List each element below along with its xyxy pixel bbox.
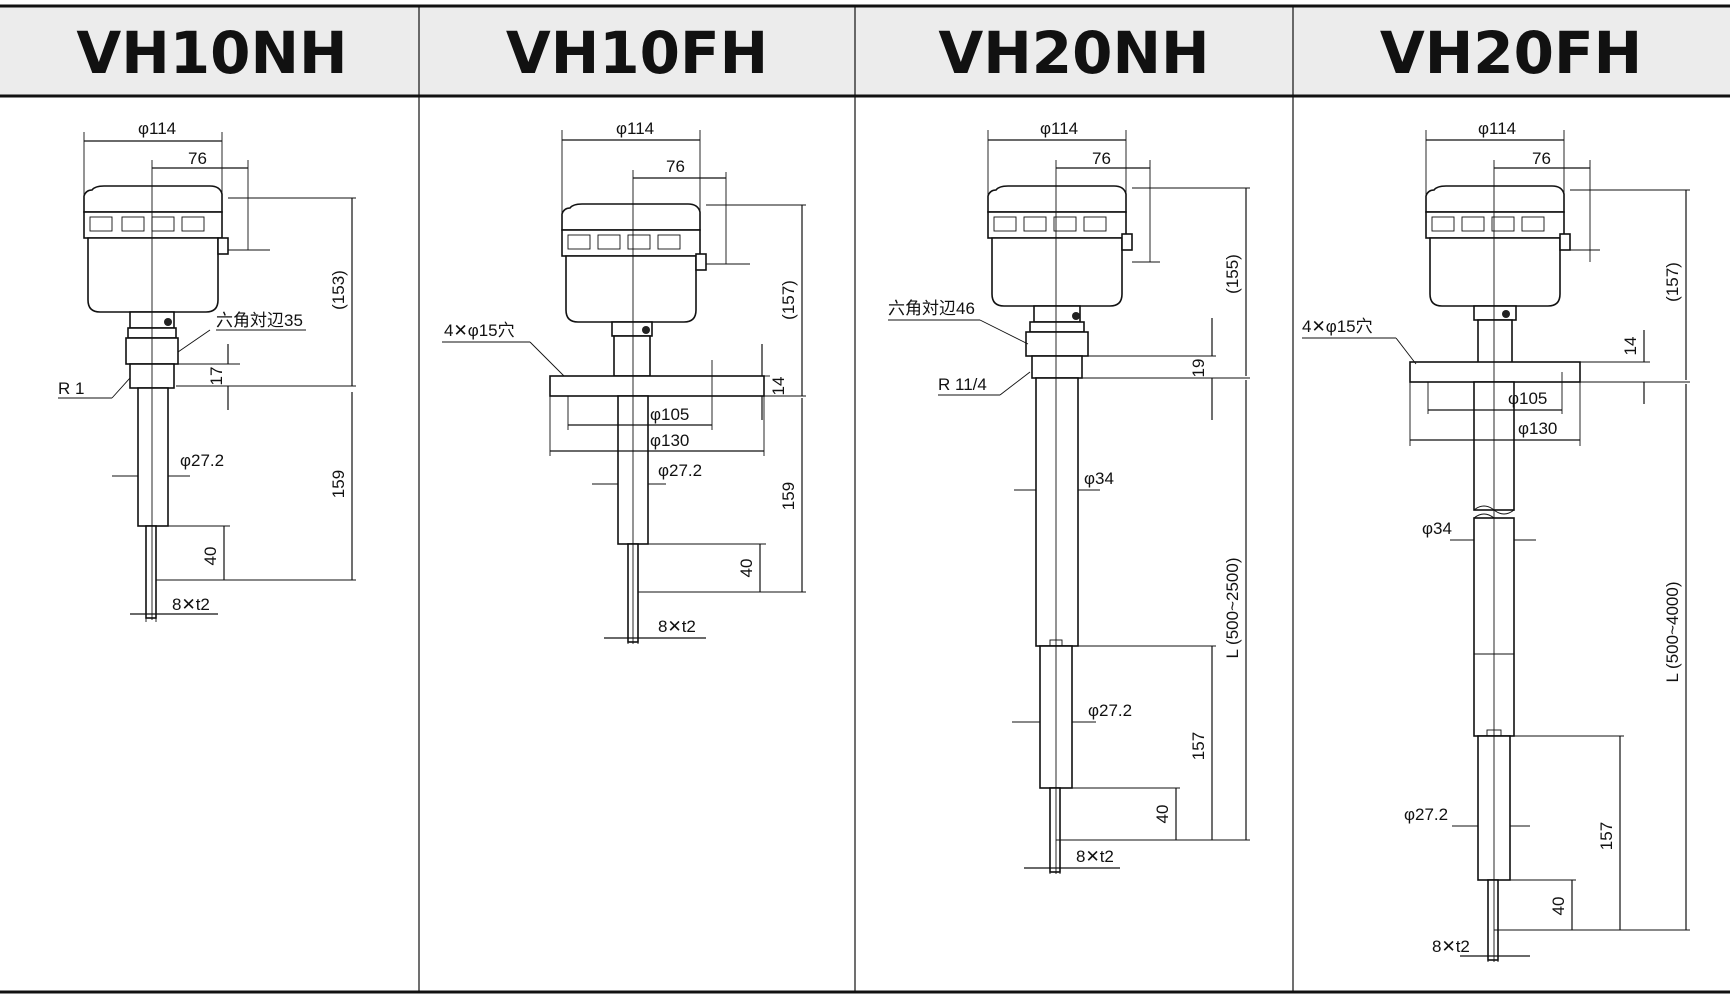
drawing-vh10fh: φ114 76 (157) 4✕φ15穴 14 φ105 φ130 φ27.2 … <box>442 119 806 644</box>
terminal-box <box>83 185 229 389</box>
flange <box>549 375 765 397</box>
probe-blade <box>145 525 157 619</box>
dim-box-diameter: φ114 <box>138 119 176 138</box>
dim-pcd: φ105 <box>1508 389 1547 408</box>
dim-hex: 六角対辺35 <box>216 311 303 330</box>
dim-flange-thickness: 14 <box>769 377 788 396</box>
model-title-vh20nh: VH20NH <box>938 19 1209 87</box>
dim-length: L (500~4000) <box>1663 582 1682 683</box>
dim-thread-len: 17 <box>207 367 226 386</box>
dim-offset: 76 <box>1532 149 1551 168</box>
drawing-vh20fh: φ114 76 (157) 4✕φ15穴 14 φ105 φ130 φ34 L … <box>1302 119 1690 962</box>
dim-blade-length: 40 <box>1549 897 1568 916</box>
dim-thread-len: 19 <box>1189 359 1208 378</box>
dim-probe-length: 157 <box>1189 732 1208 760</box>
dim-offset: 76 <box>188 149 207 168</box>
dim-outer-pipe: φ34 <box>1084 469 1114 488</box>
flange <box>1409 361 1581 383</box>
dim-blade-size: 8✕t2 <box>1432 937 1470 956</box>
dim-hex: 六角対辺46 <box>888 299 975 318</box>
dim-pipe-diameter: φ27.2 <box>1404 805 1448 824</box>
dim-box-diameter: φ114 <box>1040 119 1078 138</box>
dim-probe-length: 157 <box>1597 822 1616 850</box>
drawing-vh10nh: φ114 76 (153) 六角対辺35 R 1 17 φ27.2 159 40… <box>58 119 356 622</box>
dim-flange-holes: 4✕φ15穴 <box>444 321 515 340</box>
header-band <box>0 6 1730 96</box>
dim-blade-size: 8✕t2 <box>172 595 210 614</box>
dim-flange-holes: 4✕φ15穴 <box>1302 317 1373 336</box>
dim-offset: 76 <box>666 157 685 176</box>
dim-blade-length: 40 <box>1153 805 1172 824</box>
dim-thread: R 1 <box>58 379 84 398</box>
terminal-box <box>561 203 707 377</box>
dim-length: L (500~2500) <box>1223 558 1242 659</box>
dim-pipe-diameter: φ27.2 <box>180 451 224 470</box>
drawing-vh20nh: φ114 76 (155) 六角対辺46 R 11/4 19 φ34 L (50… <box>888 119 1250 874</box>
outer-pipe <box>1035 377 1079 647</box>
dim-flange-diameter: φ130 <box>650 431 689 450</box>
dim-head-height: (153) <box>329 270 348 310</box>
dim-pipe-diameter: φ27.2 <box>1088 701 1132 720</box>
dim-flange-diameter: φ130 <box>1518 419 1557 438</box>
dim-pcd: φ105 <box>650 405 689 424</box>
model-title-vh10fh: VH10FH <box>506 19 768 87</box>
dim-outer-pipe: φ34 <box>1422 519 1452 538</box>
dim-box-diameter: φ114 <box>1478 119 1516 138</box>
dim-thread: R 11/4 <box>938 375 987 394</box>
dim-head-height: (157) <box>779 280 798 320</box>
dim-offset: 76 <box>1092 149 1111 168</box>
dim-blade-length: 40 <box>737 559 756 578</box>
probe-blade <box>1049 787 1061 873</box>
terminal-box <box>1425 185 1571 365</box>
dim-blade-size: 8✕t2 <box>658 617 696 636</box>
model-title-vh10nh: VH10NH <box>76 19 347 87</box>
dim-head-height: (155) <box>1223 254 1242 294</box>
probe-pipe <box>137 387 169 527</box>
dim-flange-thickness: 14 <box>1621 337 1640 356</box>
dim-blade-length: 40 <box>201 547 220 566</box>
dim-blade-size: 8✕t2 <box>1076 847 1114 866</box>
terminal-box <box>987 185 1133 379</box>
dim-box-diameter: φ114 <box>616 119 654 138</box>
dim-pipe-diameter: φ27.2 <box>658 461 702 480</box>
probe-blade <box>1487 879 1499 961</box>
dim-probe-length: 159 <box>779 482 798 510</box>
model-title-vh20fh: VH20FH <box>1380 19 1642 87</box>
dim-probe-length: 159 <box>329 470 348 498</box>
dim-head-height: (157) <box>1663 262 1682 302</box>
